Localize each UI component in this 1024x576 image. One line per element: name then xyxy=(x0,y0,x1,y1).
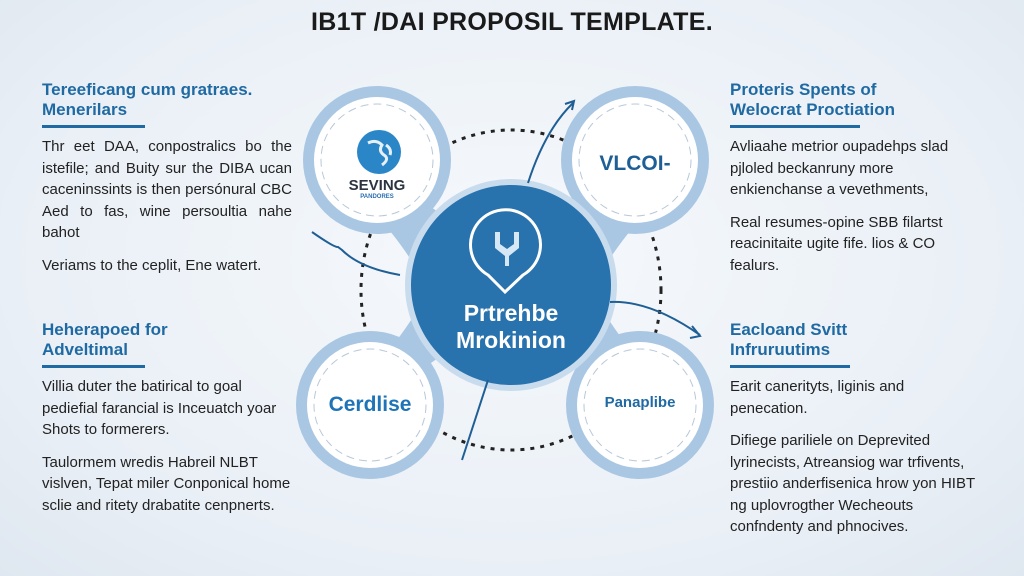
top-left-sublabel: PANDORES xyxy=(360,194,394,200)
heading-underline xyxy=(730,125,860,128)
panel-paragraph: Difiege pariliele on Deprevited lyrineci… xyxy=(730,432,975,535)
heading-underline xyxy=(42,125,145,128)
globe-icon xyxy=(357,130,401,174)
top-left-label: SEVING xyxy=(348,177,406,194)
panel-heading: Tereeficang cum gratraes.Menerilars xyxy=(42,80,253,119)
panel-paragraph: Real resumes-opine SBB filartst reacinit… xyxy=(730,213,943,274)
bottom-right-label: Panaplibe xyxy=(604,394,676,411)
satellite-top-left xyxy=(303,86,451,234)
satellite-bottom-right xyxy=(566,331,714,479)
page-title: IB1T /DAI PROPOSIL TEMPLATE. xyxy=(311,8,713,36)
heading-underline xyxy=(730,365,850,368)
satellite-top-right xyxy=(561,86,709,234)
heading-underline xyxy=(42,365,145,368)
panel-paragraph: Veriams to the ceplit, Ene watert. xyxy=(42,256,262,274)
panel-paragraph: Taulormem wredis Habreil NLBT vislven, T… xyxy=(42,453,291,514)
map-pin-icon xyxy=(469,208,542,295)
panel-top-left: Tereeficang cum gratraes.Menerilars Thr … xyxy=(42,80,292,287)
panel-paragraph: Avliaahe metrior oupadehps slad pjloled … xyxy=(730,138,949,198)
panel-paragraph: Thr eet DAA, conpostralics bo the istefi… xyxy=(42,138,292,241)
top-right-label: VLCOI- xyxy=(599,152,671,175)
satellite-bottom-left xyxy=(296,331,444,479)
bottom-left-label: Cerdlise xyxy=(328,393,412,416)
panel-paragraph: Earit canerityts, liginis and penecation… xyxy=(730,378,905,417)
dotted-orbit xyxy=(359,128,663,452)
flow-arrows xyxy=(311,99,702,461)
panel-paragraph: Villia duter the batirical to goal pedie… xyxy=(42,378,277,438)
